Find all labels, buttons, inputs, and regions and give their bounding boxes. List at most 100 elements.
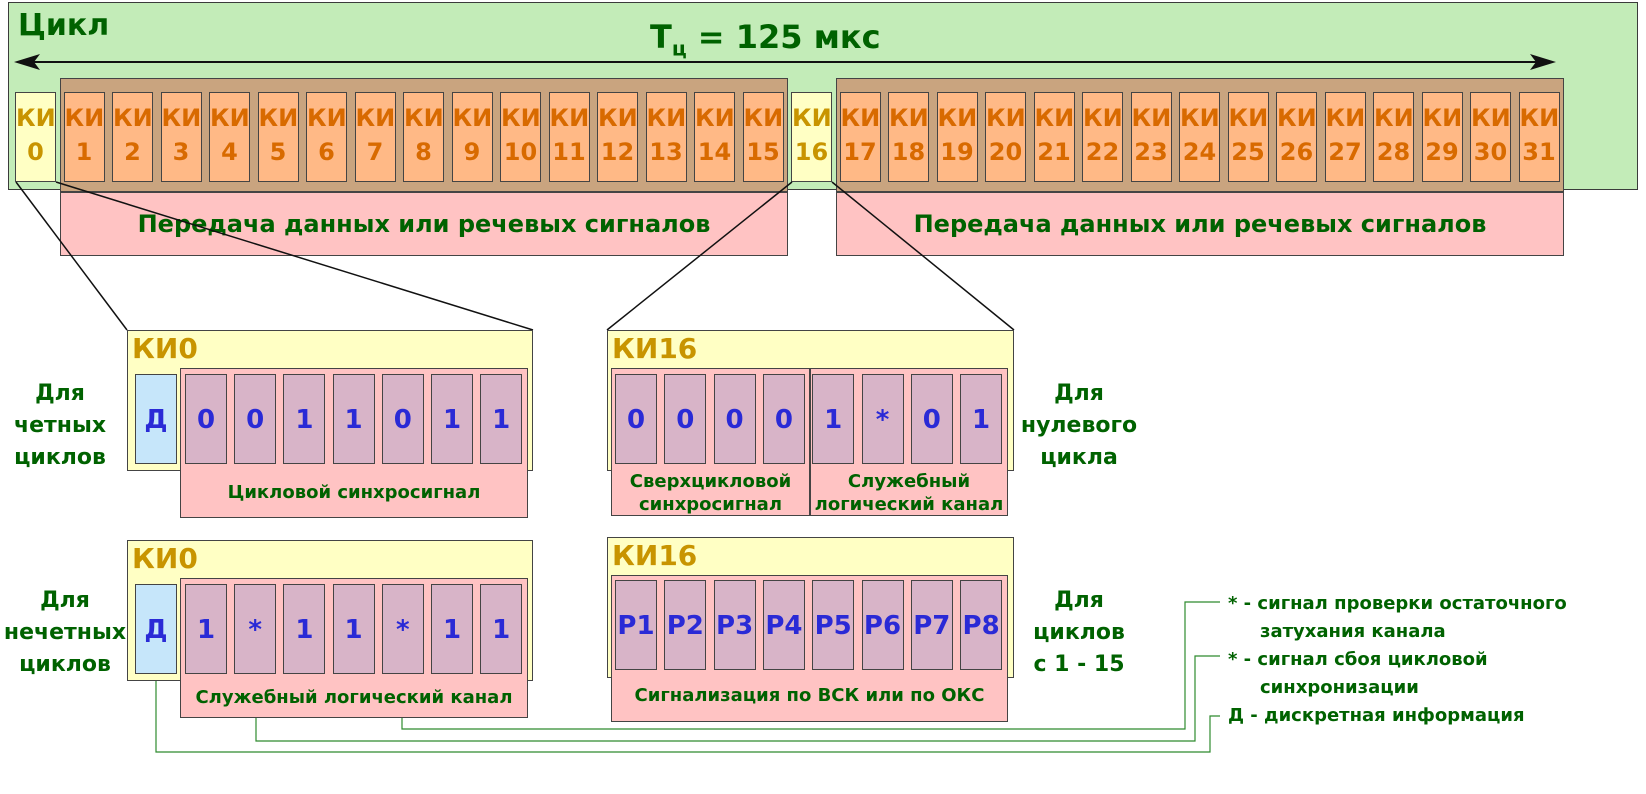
- legend-item-2: * - сигнал сбоя цикловой синхронизации: [1228, 646, 1488, 702]
- slot-number: 8: [415, 138, 432, 166]
- slot-number: 1: [75, 138, 93, 166]
- slot-prefix: КИ: [986, 104, 1026, 132]
- caption-line: Сверхцикловой: [629, 471, 792, 492]
- side-line: нечетных: [3, 620, 127, 645]
- side-line: циклов: [14, 445, 106, 470]
- slot-prefix: КИ: [840, 104, 881, 132]
- ki16-other-title: КИ16: [612, 539, 698, 572]
- slot-prefix: КИ: [258, 104, 299, 132]
- slot-prefix: КИ: [792, 104, 832, 132]
- slot-number: 7: [366, 138, 384, 166]
- band-right: Передача данных или речевых сигналов: [836, 192, 1564, 256]
- slot-number: 4: [221, 138, 238, 166]
- slot-number: 25: [1231, 138, 1265, 166]
- legend-line: синхронизации: [1260, 677, 1419, 698]
- time-slot-14: КИ 14: [694, 92, 735, 182]
- slot-prefix: КИ: [1374, 104, 1414, 132]
- ki0-even-bit-6: 1: [431, 374, 473, 464]
- cycle-period: Tц = 125 мкс: [650, 18, 881, 60]
- slot-number: 26: [1279, 138, 1314, 166]
- slot-number: 5: [269, 138, 287, 166]
- ki0-even-caption: Цикловой синхросигнал: [227, 482, 481, 503]
- ki16-zero-bit-4: 0: [762, 374, 805, 464]
- side-line: Для: [1054, 381, 1104, 406]
- time-slot-9: КИ 9: [451, 92, 493, 182]
- ki0-odd-bit-2: *: [234, 584, 277, 674]
- slot-prefix: КИ: [64, 104, 105, 132]
- slot-number: 27: [1328, 138, 1362, 166]
- ki0-even-bit-2: 0: [234, 374, 277, 464]
- time-slot-17: КИ 17: [839, 92, 881, 182]
- ki16-zero-bit-7: 0: [910, 374, 953, 464]
- slot-number: 18: [891, 138, 926, 166]
- slot-number: 14: [697, 138, 732, 166]
- ki0-even-bit-3: 1: [283, 374, 326, 464]
- ki0-odd-caption: Служебный логический канал: [195, 687, 513, 708]
- legend-item-1: * - сигнал проверки остаточного затухани…: [1228, 590, 1567, 646]
- slot-prefix: КИ: [1131, 104, 1172, 132]
- ki0-odd-bit-5: *: [381, 584, 424, 674]
- slot-prefix: КИ: [307, 104, 347, 132]
- slot-number: 29: [1425, 138, 1459, 166]
- ki0-odd-bit-6: 1: [431, 584, 473, 674]
- slot-prefix: КИ: [695, 104, 735, 132]
- period-value: = 125 мкс: [697, 18, 881, 56]
- slot-number: 21: [1037, 138, 1071, 166]
- time-slot-7: КИ 7: [354, 92, 396, 182]
- ki0-even-title: КИ0: [132, 332, 198, 365]
- side-line: Для: [1054, 588, 1104, 613]
- slot-number: 9: [463, 138, 481, 166]
- period-label: T: [650, 18, 672, 56]
- ki16-other-side-label: Для циклов с 1 - 15: [1020, 585, 1138, 681]
- slot-number: 22: [1085, 138, 1120, 166]
- legend-item-3: Д - дискретная информация: [1228, 705, 1525, 726]
- time-slot-10: КИ 10: [500, 92, 541, 182]
- slot-prefix: КИ: [355, 104, 396, 132]
- side-line: с 1 - 15: [1033, 652, 1125, 677]
- slot-prefix: КИ: [113, 104, 153, 132]
- ki16-zero-caption-left: Сверхцикловой синхросигнал: [611, 470, 810, 516]
- slot-prefix: КИ: [1325, 104, 1366, 132]
- slot-prefix: КИ: [598, 104, 638, 132]
- side-line: Для: [35, 381, 85, 406]
- slot-prefix: КИ: [161, 104, 202, 132]
- slot-prefix: КИ: [452, 104, 493, 132]
- ki16-zero-title: КИ16: [612, 332, 698, 365]
- slot-number: 28: [1376, 138, 1411, 166]
- side-line: циклов: [19, 652, 111, 677]
- slot-number: 24: [1182, 138, 1217, 166]
- period-sub: ц: [671, 36, 687, 61]
- ki16-other-caption: Сигнализация по ВСК или по ОКС: [634, 685, 985, 706]
- slot-number: 30: [1473, 138, 1508, 166]
- ki16-zero-bit-2: 0: [664, 374, 707, 464]
- ki16-other-bit-1: P1: [615, 580, 657, 670]
- legend-line: * - сигнал проверки остаточного: [1228, 593, 1567, 614]
- ki16-other-bit-2: P2: [664, 580, 707, 670]
- time-slot-27: КИ 27: [1324, 92, 1366, 182]
- slot-prefix: КИ: [501, 104, 541, 132]
- slot-prefix: КИ: [1034, 104, 1075, 132]
- slot-number: 0: [27, 138, 44, 166]
- side-line: Для: [40, 588, 90, 613]
- side-line: нулевого: [1020, 413, 1138, 438]
- time-slot-21: КИ 21: [1033, 92, 1075, 182]
- slot-number: 17: [843, 138, 877, 166]
- time-slot-1: КИ 1: [63, 92, 105, 182]
- slot-number: 10: [503, 138, 538, 166]
- legend-line: * - сигнал сбоя цикловой: [1228, 649, 1488, 670]
- cycle-title: Цикл: [18, 8, 110, 43]
- slot-number: 23: [1134, 138, 1168, 166]
